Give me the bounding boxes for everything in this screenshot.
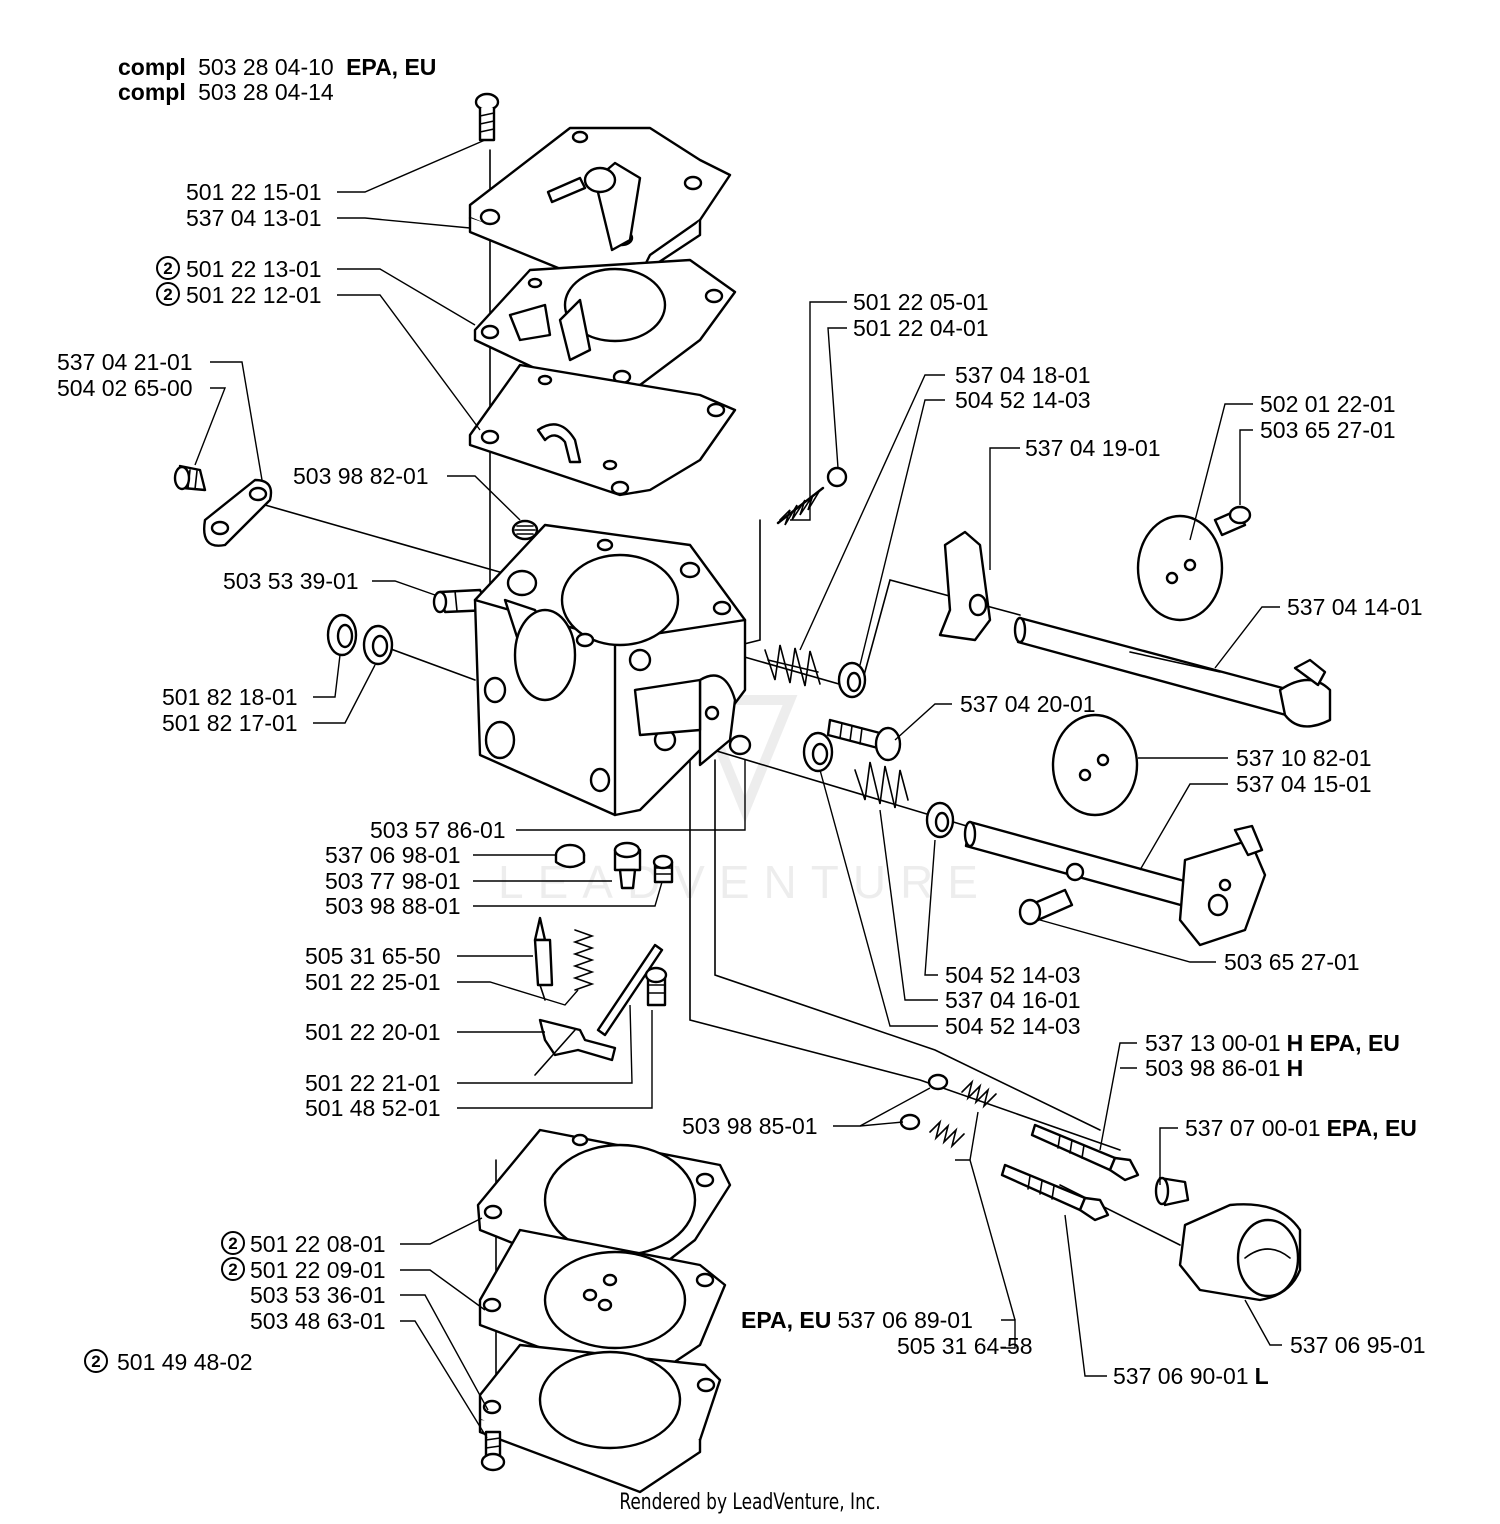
welch-plug-part	[554, 843, 586, 869]
part-number-label: 537 04 16-01	[945, 987, 1081, 1013]
inlet-needle-part	[533, 916, 554, 1001]
limiter-cap-part	[1154, 1176, 1190, 1207]
part-number-label: 503 48 63-01	[250, 1308, 386, 1334]
part-number-label: 504 52 14-03	[945, 962, 1081, 988]
part-number-label: 503 65 27-01	[1260, 417, 1396, 443]
leader-lines	[194, 139, 1282, 1439]
h-needle-part	[1030, 1123, 1140, 1182]
choke-screw-part	[1018, 888, 1074, 926]
part-number-label: 501 48 52-01	[305, 1095, 441, 1121]
pump-gasket-part	[473, 258, 737, 387]
filter-screen-part	[511, 519, 539, 541]
throttle-shaft-part	[1013, 616, 1332, 728]
choke-shaft-part	[963, 820, 1267, 947]
part-number-label: 537 04 21-01	[57, 349, 193, 375]
left-plate-part	[173, 464, 273, 547]
needle-seat-part	[613, 841, 642, 890]
pump-diaphragm-part	[468, 363, 737, 497]
part-number-label: 504 02 65-00	[57, 375, 193, 401]
metering-cover-part	[478, 1343, 722, 1494]
circlip-part	[326, 613, 394, 666]
assembly-line-1: compl 503 28 04-10 EPA, EU	[118, 54, 436, 80]
part-number-label: 503 77 98-01	[325, 868, 461, 894]
parts-drawing	[173, 92, 1332, 1494]
small-screw-part	[652, 854, 674, 884]
part-number-label: 501 22 12-01	[186, 282, 322, 308]
part-number-label: 537 10 82-01	[1236, 745, 1372, 771]
needle-washers-part	[899, 1073, 997, 1149]
part-number-label: 503 57 86-01	[370, 817, 506, 843]
part-number-label: 537 04 20-01	[960, 691, 1096, 717]
circled-number: 2	[163, 285, 172, 304]
part-number-label: 504 52 14-03	[955, 387, 1091, 413]
part-number-label: 501 22 13-01	[186, 256, 322, 282]
part-number-label: 501 22 20-01	[305, 1019, 441, 1045]
part-number-label: 501 22 05-01	[853, 289, 989, 315]
part-number-label: 501 22 08-01	[250, 1231, 386, 1257]
header-labels: compl 503 28 04-10 EPA, EU compl 503 28 …	[118, 54, 436, 105]
part-number-label: 501 82 17-01	[162, 710, 298, 736]
part-number-label: 501 22 15-01	[186, 179, 322, 205]
throttle-valve-part	[1136, 505, 1252, 622]
pivot-pin-part	[596, 943, 664, 1037]
part-number-label: 501 22 09-01	[250, 1257, 386, 1283]
throttle-lever-part	[938, 530, 992, 642]
part-number-label: 537 04 13-01	[186, 205, 322, 231]
part-number-label: 503 98 88-01	[325, 893, 461, 919]
carburetor-body-part	[473, 523, 752, 817]
choke-valve-part	[1051, 713, 1139, 817]
footer-credit: Rendered by LeadVenture, Inc.	[619, 1490, 881, 1515]
part-number-label: 501 49 48-02	[117, 1349, 253, 1375]
l-needle-part	[1000, 1163, 1110, 1222]
part-number-label: 503 98 85-01	[682, 1113, 818, 1139]
part-number-label: 501 82 18-01	[162, 684, 298, 710]
part-number-label: 503 98 82-01	[293, 463, 429, 489]
part-number-label: 505 31 65-50	[305, 943, 441, 969]
part-number-label: 502 01 22-01	[1260, 391, 1396, 417]
part-number-label: 537 04 18-01	[955, 362, 1091, 388]
adjuster-cap-part	[1178, 1203, 1302, 1302]
control-lever-part	[534, 1018, 617, 1076]
circled-number: 2	[228, 1260, 237, 1279]
top-screw-part	[474, 92, 500, 142]
part-number-label: 501 22 21-01	[305, 1070, 441, 1096]
part-number-label: 537 04 19-01	[1025, 435, 1161, 461]
circled-number: 2	[163, 259, 172, 278]
part-number-label: 503 53 36-01	[250, 1282, 386, 1308]
throttle-spring-part	[764, 644, 867, 699]
part-number-label: 501 22 04-01	[853, 315, 989, 341]
circled-number: 2	[228, 1234, 237, 1253]
stop-screw-part	[826, 718, 902, 762]
part-callouts: 501 22 15-01 537 04 13-01 2 501 22 13-01…	[57, 179, 1426, 1389]
bottom-screw-part	[480, 1430, 506, 1472]
part-number-label: 501 22 25-01	[305, 969, 441, 995]
choke-spring-part	[802, 731, 955, 839]
inlet-spring-part	[572, 929, 595, 991]
spring-ball-part	[776, 466, 848, 526]
lever-screw-part	[644, 966, 668, 1007]
part-number-label: 537 06 95-01	[1290, 1332, 1426, 1358]
part-number-label: 537 04 14-01	[1287, 594, 1423, 620]
part-number-label: 537 04 15-01	[1236, 771, 1372, 797]
part-number-label: 503 65 27-01	[1224, 949, 1360, 975]
part-number-label: 504 52 14-03	[945, 1013, 1081, 1039]
part-number-label: 537 06 98-01	[325, 842, 461, 868]
part-number-label: 505 31 64-58	[897, 1333, 1033, 1359]
assembly-line-2: compl 503 28 04-14	[118, 79, 334, 105]
part-number-label: 503 53 39-01	[223, 568, 359, 594]
circled-number: 2	[91, 1352, 100, 1371]
